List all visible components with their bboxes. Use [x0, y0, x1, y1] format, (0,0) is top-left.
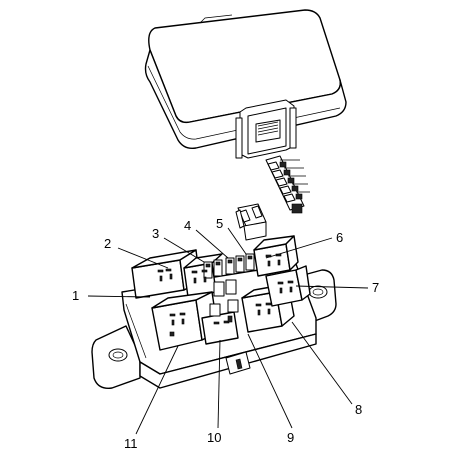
- callout-8: 8: [355, 402, 362, 417]
- fuse-strip: [265, 155, 310, 214]
- leader-lines: [87, 227, 369, 435]
- callout-4: 4: [184, 218, 191, 233]
- cover-lid: [144, 9, 347, 159]
- callout-1: 1: [72, 288, 79, 303]
- callout-9: 9: [287, 430, 294, 445]
- callout-2: 2: [104, 236, 111, 251]
- small-connector: [235, 203, 267, 241]
- callout-3: 3: [152, 226, 159, 241]
- callout-5: 5: [216, 216, 223, 231]
- callout-11: 11: [124, 436, 138, 451]
- callout-10: 10: [207, 430, 221, 445]
- callout-6: 6: [336, 230, 343, 245]
- callout-labels: 1 2 3 4 5 6 7 8 9 10 11: [72, 216, 379, 451]
- relay-blocks: [131, 235, 311, 351]
- callout-7: 7: [372, 280, 379, 295]
